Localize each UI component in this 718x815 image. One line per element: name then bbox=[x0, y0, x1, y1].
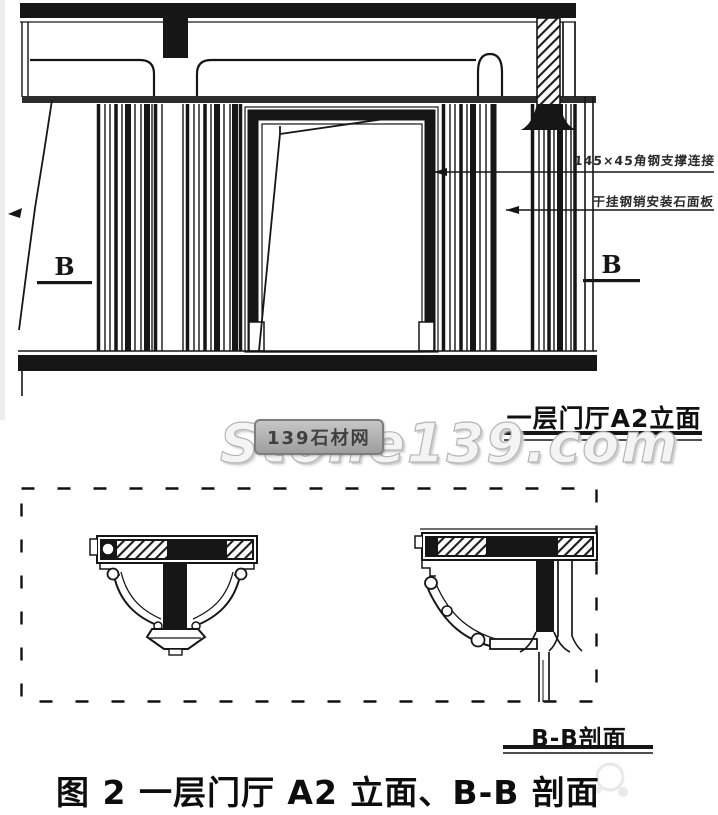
section-caption: B-B剖面 bbox=[531, 726, 627, 752]
right-wall-lines bbox=[562, 22, 594, 351]
leader-line-2 bbox=[506, 206, 714, 214]
section-marker-right: B bbox=[601, 250, 622, 279]
elevation-caption: 一层门厅A2立面 bbox=[506, 404, 702, 433]
floor-band bbox=[18, 350, 597, 396]
door-stop-right bbox=[418, 321, 435, 352]
dashed-detail-box bbox=[20, 487, 598, 703]
column-stub bbox=[163, 18, 188, 58]
section-cut-underline-right bbox=[583, 279, 640, 283]
door-leaf-open bbox=[258, 113, 420, 352]
architrave-band bbox=[22, 96, 596, 103]
bracket-section-right bbox=[414, 528, 598, 702]
caption-underline-section bbox=[503, 745, 653, 754]
annotation-steel-support: 145×45角钢支撑连接 bbox=[573, 153, 716, 168]
figure-title: 图 2 一层门厅 A2 立面、B-B 剖面 bbox=[56, 773, 600, 812]
section-cut-underline-left bbox=[37, 281, 92, 285]
ceiling-cornice bbox=[21, 22, 504, 97]
section-cut-underlines bbox=[37, 279, 640, 285]
break-line bbox=[8, 99, 53, 331]
scan-edge bbox=[0, 0, 5, 420]
caption-underline-elevation bbox=[504, 431, 702, 441]
top-beam bbox=[20, 3, 576, 23]
pilaster-strips bbox=[96, 104, 577, 351]
annotation-stone-panel: 干挂钢销安装石面板 bbox=[591, 194, 715, 209]
bracket-section-left bbox=[89, 535, 258, 656]
leader-line-1 bbox=[434, 168, 714, 176]
watermark-badge: 139石材网 bbox=[254, 419, 384, 455]
faint-logo bbox=[594, 762, 628, 797]
section-marker-left: B bbox=[54, 252, 75, 281]
door-frame bbox=[244, 106, 439, 353]
